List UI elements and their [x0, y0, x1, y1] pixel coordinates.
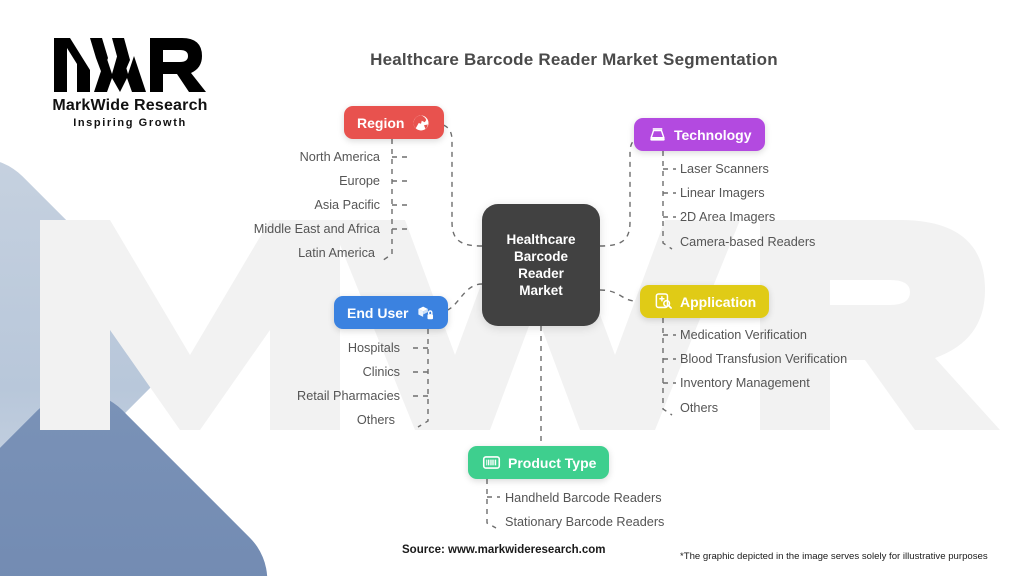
- leaf-item: Others: [356, 413, 395, 427]
- leaf-item: Blood Transfusion Verification: [680, 352, 848, 366]
- center-node[interactable]: Healthcare Barcode Reader Market: [482, 204, 600, 326]
- branch-node-end-user[interactable]: End User: [334, 296, 449, 329]
- leaf-item: Latin America: [298, 246, 375, 260]
- leaf-item: Medication Verification: [680, 328, 807, 342]
- leaf-item: Camera-based Readers: [680, 235, 816, 249]
- leaf-item: Linear Imagers: [680, 186, 765, 200]
- leaf-item: Others: [680, 401, 719, 415]
- footer-disclaimer: *The graphic depicted in the image serve…: [680, 551, 988, 562]
- package-lock-icon: [415, 303, 435, 323]
- branch-node-technology[interactable]: Technology: [634, 118, 765, 151]
- barcode-icon: [481, 453, 501, 473]
- leaf-item: North America: [299, 150, 380, 164]
- branch-node-region[interactable]: Region: [344, 106, 445, 139]
- footer-source: Source: www.markwideresearch.com: [402, 544, 606, 556]
- leaf-item: Europe: [339, 174, 380, 188]
- leaf-item: Laser Scanners: [680, 162, 769, 176]
- leaf-item: Middle East and Africa: [253, 222, 380, 236]
- brand-logo: MarkWide Research Inspiring Growth: [30, 34, 230, 129]
- page-title: Healthcare Barcode Reader Market Segment…: [0, 50, 1024, 70]
- branch-label-product-type: Product Type: [508, 454, 597, 471]
- leaf-item: Handheld Barcode Readers: [505, 491, 662, 505]
- leaf-item: Clinics: [362, 365, 400, 379]
- leaf-item: Stationary Barcode Readers: [505, 515, 665, 529]
- brand-tagline: Inspiring Growth: [73, 117, 187, 129]
- branch-label-application: Application: [680, 293, 757, 310]
- leaf-item: Hospitals: [347, 341, 400, 355]
- scanner-icon: [647, 125, 667, 145]
- center-line-3: Reader: [518, 266, 564, 281]
- prescription-scan-icon: [653, 292, 673, 312]
- branch-node-application[interactable]: Application: [640, 285, 770, 318]
- globe-icon: [411, 113, 431, 133]
- leaf-item: Retail Pharmacies: [297, 389, 400, 403]
- branch-label-technology: Technology: [674, 126, 752, 143]
- page-title-text: Healthcare Barcode Reader Market Segment…: [370, 50, 778, 69]
- branch-node-product-type[interactable]: Product Type: [468, 446, 610, 479]
- leaf-item: Asia Pacific: [314, 198, 380, 212]
- leaf-item: 2D Area Imagers: [680, 210, 776, 224]
- branch-label-end-user: End User: [347, 304, 409, 321]
- center-line-1: Healthcare: [506, 232, 576, 247]
- center-node-label: Healthcare Barcode Reader Market: [506, 231, 575, 299]
- brand-name: MarkWide Research: [52, 97, 208, 114]
- leaf-item: Inventory Management: [680, 376, 810, 390]
- center-line-2: Barcode: [513, 249, 568, 264]
- center-line-4: Market: [519, 283, 563, 298]
- branch-label-region: Region: [357, 114, 405, 131]
- mwr-logo-icon: [54, 38, 206, 92]
